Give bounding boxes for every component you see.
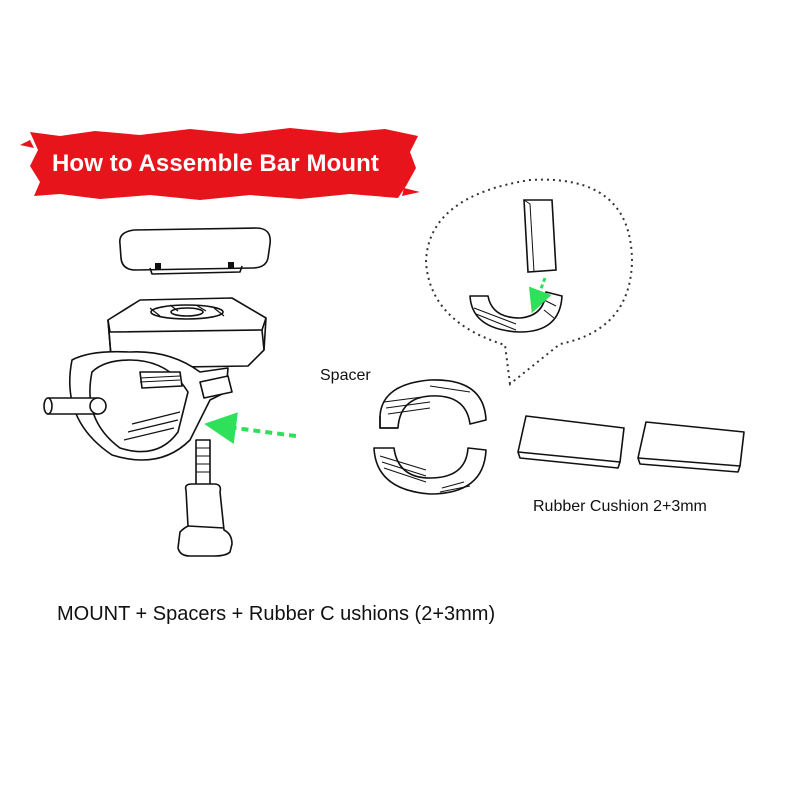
mount-top-cap bbox=[118, 227, 272, 275]
thumb-screw bbox=[177, 439, 233, 557]
rubber-cushion-label: Rubber Cushion 2+3mm bbox=[533, 498, 707, 515]
page-title: How to Assemble Bar Mount bbox=[52, 150, 379, 177]
spacer-parts bbox=[373, 379, 487, 495]
insert-arrow bbox=[204, 412, 297, 444]
cushion-pad-3mm bbox=[637, 421, 745, 467]
detail-callout bbox=[424, 178, 634, 386]
cushion-pad-2mm bbox=[517, 415, 625, 463]
rubber-cushions bbox=[517, 415, 745, 473]
title-banner bbox=[30, 128, 418, 200]
bar-mount bbox=[43, 227, 272, 461]
spacer-label: Spacer bbox=[320, 367, 371, 384]
kit-caption: MOUNT + Spacers + Rubber C ushions (2+3m… bbox=[57, 603, 496, 625]
cushion-strip bbox=[523, 199, 557, 273]
